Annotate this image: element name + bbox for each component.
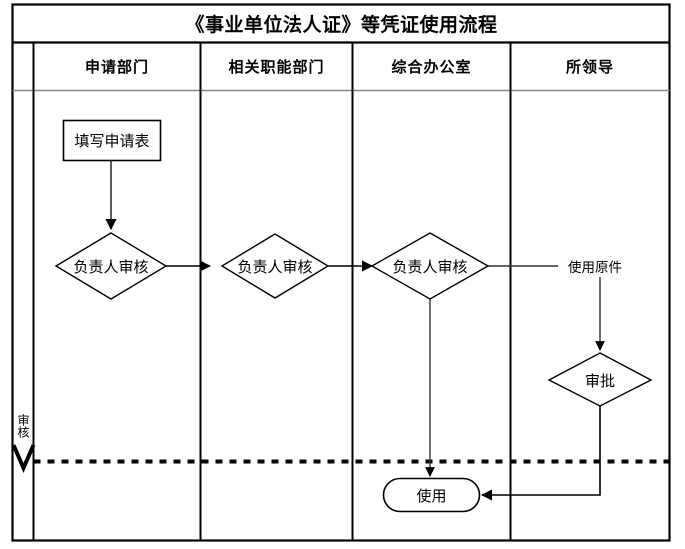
node-review-general-office[interactable] bbox=[370, 232, 490, 300]
node-review-functional-dept[interactable] bbox=[220, 233, 330, 299]
node-fill-application-form[interactable] bbox=[62, 119, 162, 162]
node-review-apply-dept[interactable] bbox=[54, 232, 168, 300]
phase-bracket-arrow bbox=[11, 444, 36, 474]
node-approval[interactable] bbox=[547, 352, 653, 407]
node-use[interactable] bbox=[382, 477, 481, 513]
edge-approve-to-use bbox=[480, 406, 601, 501]
